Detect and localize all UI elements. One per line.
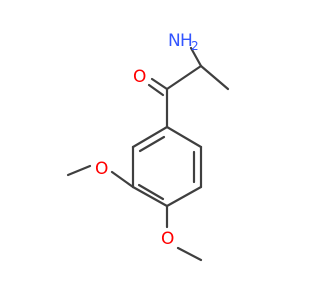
structure-svg: N H 2 O O O	[66, 31, 230, 262]
nitrogen-hydrogen-count: 2	[191, 39, 199, 53]
nitrogen-hydrogen-label: H	[180, 31, 193, 51]
ring-bond-1	[165, 125, 203, 149]
bond-carbonyl-o-1	[150, 77, 169, 91]
bond-calpha-methyl	[199, 64, 230, 91]
ring-bond-3	[165, 185, 203, 208]
para-methoxy-oxygen-label: O	[161, 229, 174, 249]
bond-carbonyl-o-2	[147, 83, 165, 97]
atom-label-layer: N H 2 O O O	[95, 31, 199, 249]
bond-ring-o-meta	[110, 170, 135, 189]
bond-o-para-methyl	[176, 246, 203, 262]
bond-n-calpha	[189, 46, 203, 68]
ring-bond-6	[131, 125, 169, 149]
bond-layer	[66, 46, 230, 262]
nitrogen-label: N	[168, 31, 181, 51]
bond-calpha-carbonyl	[165, 64, 203, 91]
molecule-drawing: N H 2 O O O	[66, 31, 230, 262]
ring-bond-4	[131, 185, 169, 208]
bond-o-meta-methyl	[66, 164, 92, 177]
ring-inner-bond-3	[138, 135, 166, 153]
ring-inner-bond-2	[137, 183, 165, 201]
carbonyl-oxygen-label: O	[133, 67, 146, 87]
meta-methoxy-oxygen-label: O	[95, 159, 108, 179]
